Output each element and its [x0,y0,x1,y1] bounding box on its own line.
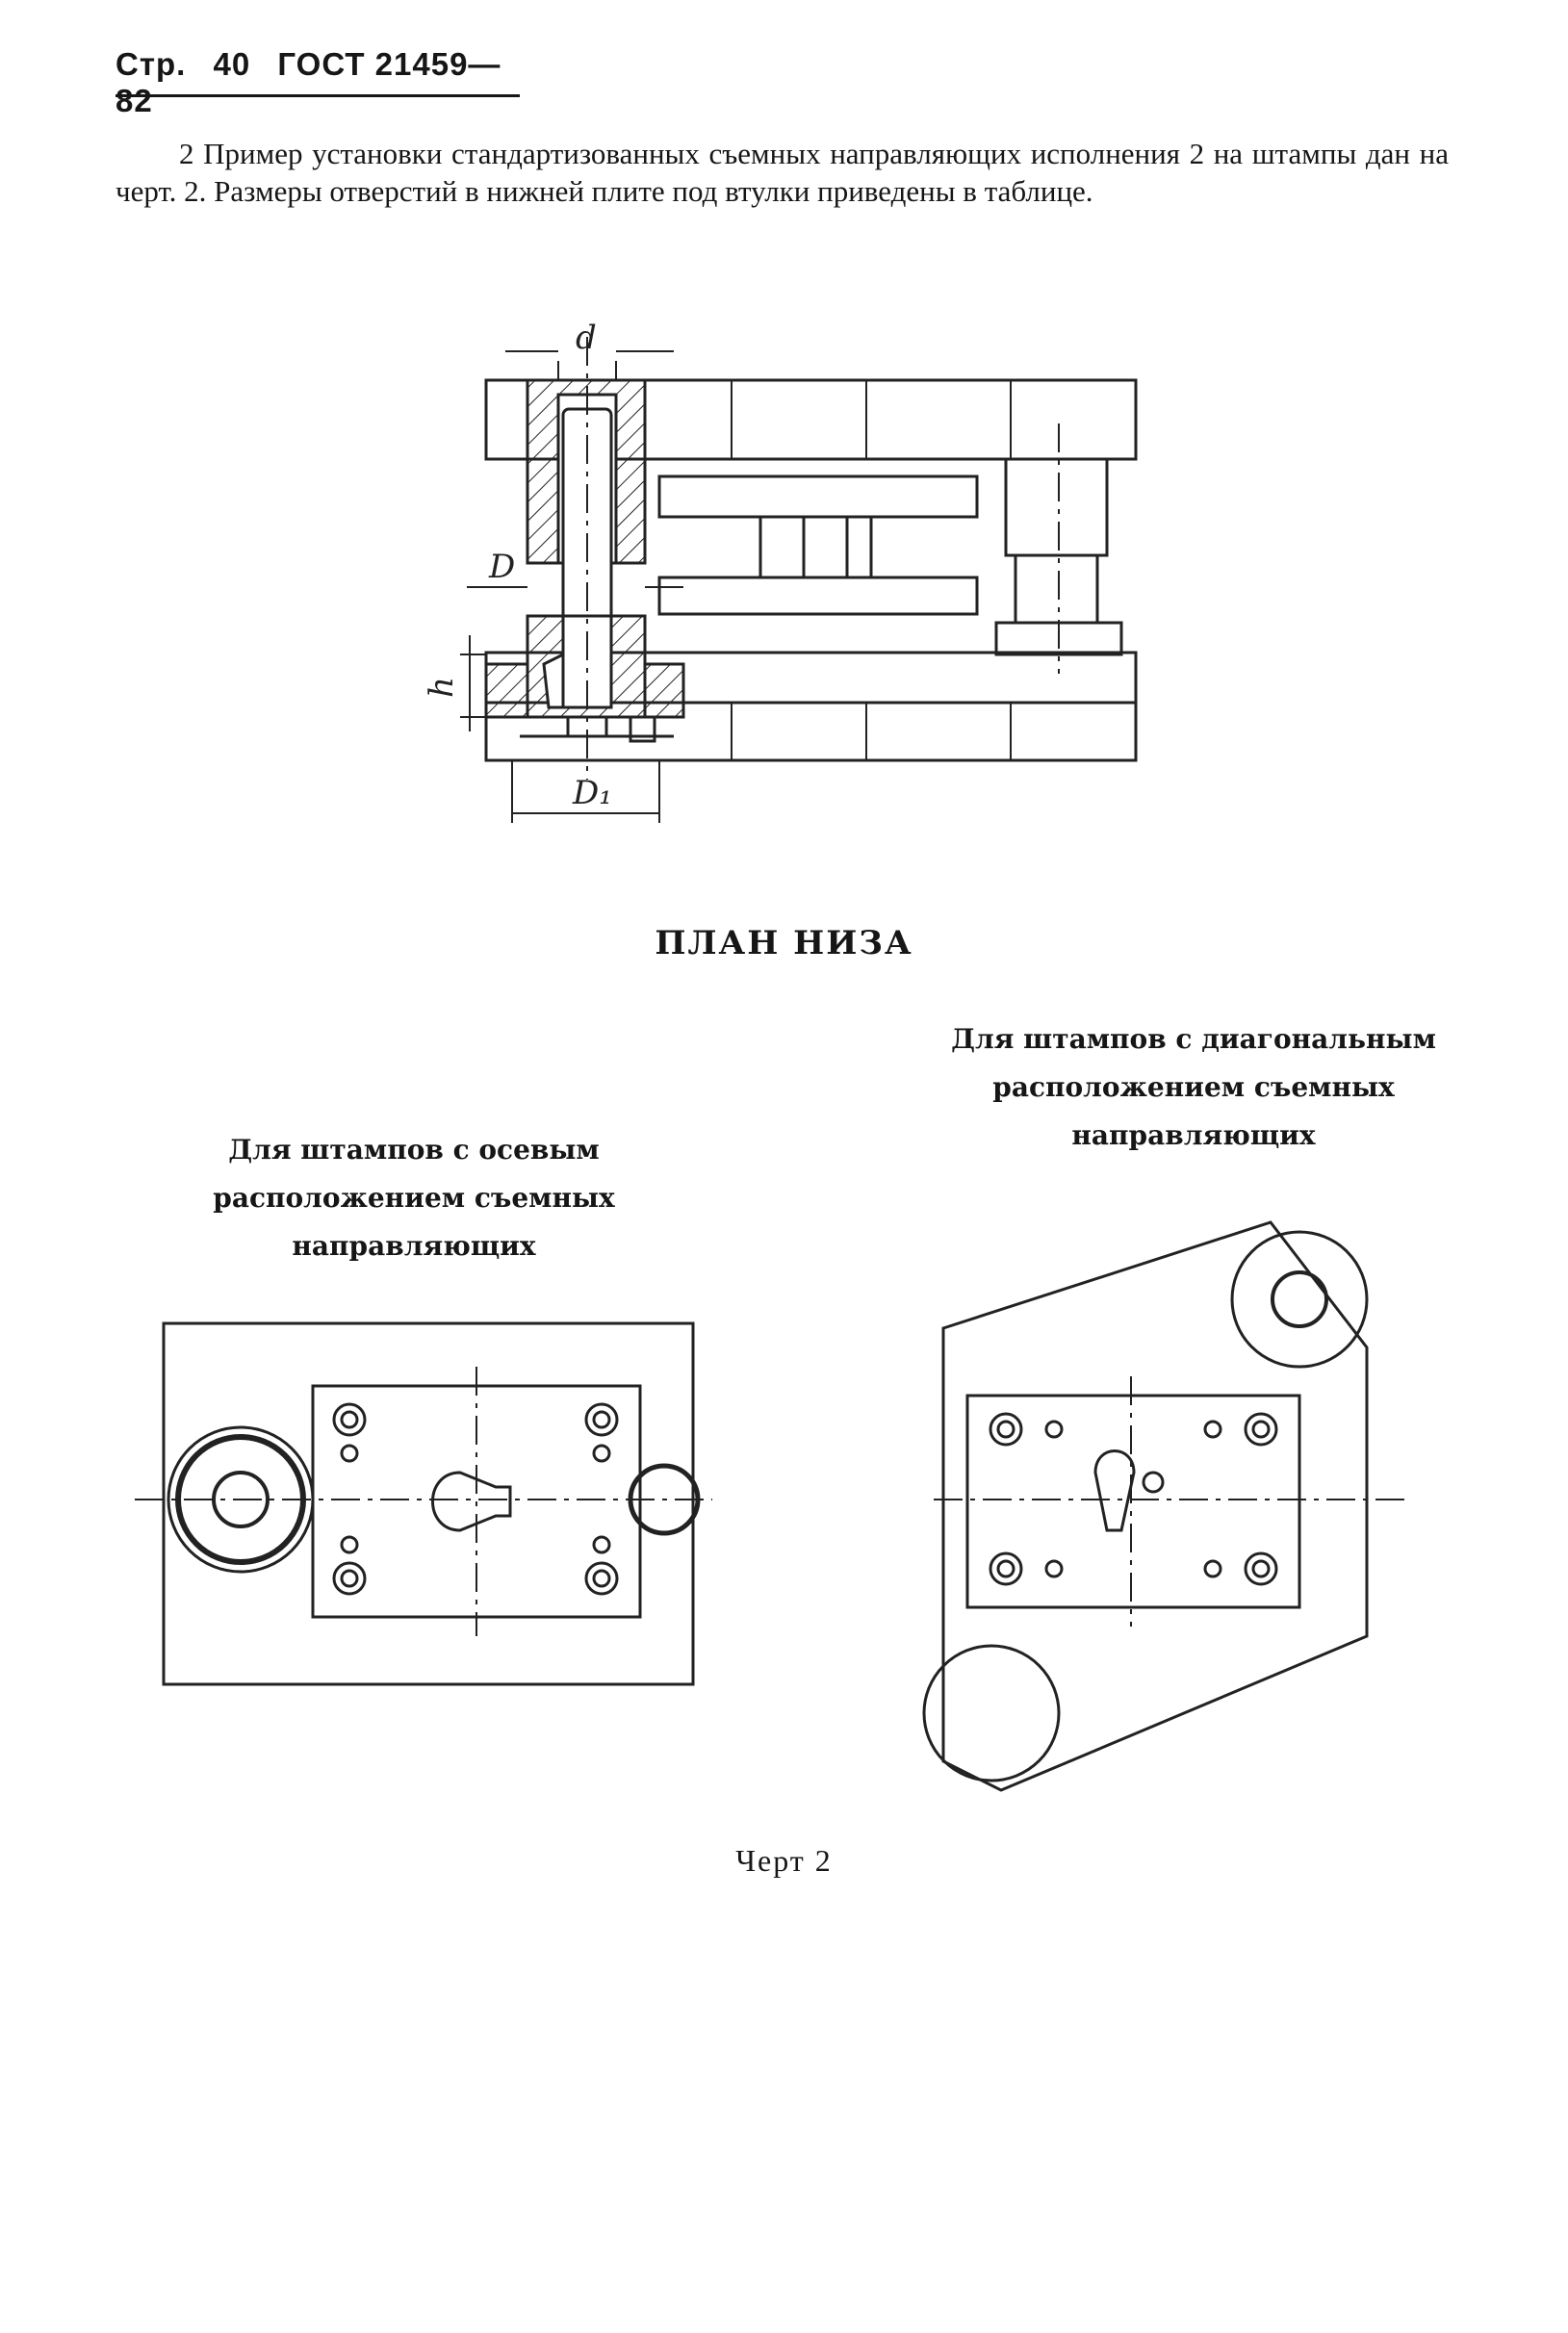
standard-code: ГОСТ 21459—82 [116,46,501,118]
dim-d-label: d [576,319,597,357]
page-header: Стр. 40 ГОСТ 21459—82 [116,46,520,119]
figure-label: Черт 2 [735,1843,833,1878]
page-number: 40 [213,46,251,82]
page-prefix: Стр. [116,46,187,82]
body-paragraph: 2 Пример установки стандартизованных съе… [116,135,1449,210]
header-rule [116,94,520,97]
caption-diagonal: Для штампов с диагональным расположением… [951,1023,1436,1151]
dim-D1-label: D₁ [572,774,612,812]
paragraph-text: 2 Пример установки стандартизованных съе… [116,137,1449,208]
dim-D-label: D [488,548,515,586]
caption-axial: Для штампов с осевым расположением съемн… [213,1134,615,1262]
section-title: ПЛАН НИЗА [655,924,913,962]
dim-h-label: h [423,677,461,698]
